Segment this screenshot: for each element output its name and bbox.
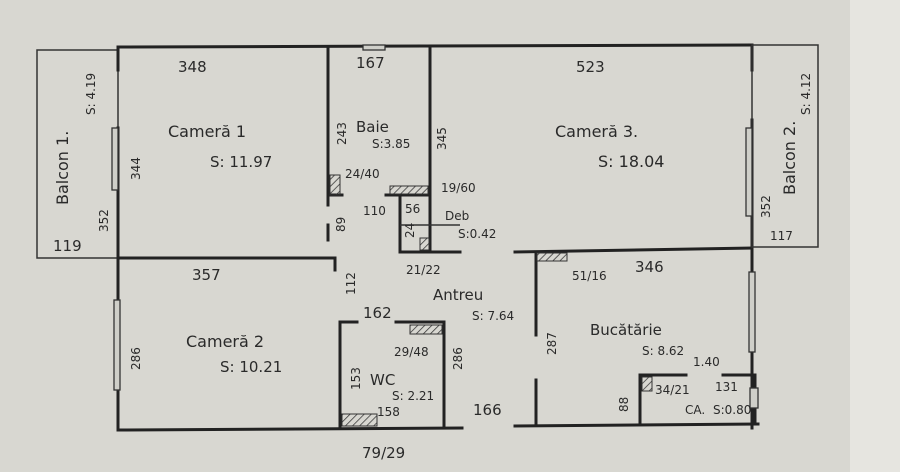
dim-label: 79/29 (362, 444, 405, 462)
room-area-wc: S: 2.21 (392, 389, 434, 403)
dim-label: 352 (97, 209, 111, 232)
room-name-ca: CA. (685, 403, 705, 417)
room-area-deb: S:0.42 (458, 227, 496, 241)
dim-label: 345 (435, 127, 449, 150)
dim-label: 158 (377, 405, 400, 419)
dim-label: 56 (405, 202, 420, 216)
dim-label: 166 (473, 401, 502, 419)
room-name-bucatarie: Bucătărie (590, 321, 662, 339)
room-name-balcon1: Balcon 1. (53, 131, 72, 205)
dim-label: 34/21 (655, 383, 690, 397)
dim-label: 21/22 (406, 263, 441, 277)
room-area-camera1: S: 11.97 (210, 153, 272, 171)
dim-label: 29/48 (394, 345, 429, 359)
dim-label: 24 (403, 223, 417, 238)
ventilation-hatches (329, 174, 653, 427)
room-area-ca: S:0.80 (713, 403, 751, 417)
dim-label: 110 (363, 204, 386, 218)
dim-label: 19/60 (441, 181, 476, 195)
room-area-antreu: S: 7.64 (472, 309, 514, 323)
room-area-bucatarie: S: 8.62 (642, 344, 684, 358)
dim-label: 286 (129, 347, 143, 370)
room-name-camera1: Cameră 1 (168, 122, 246, 141)
dim-label: 243 (335, 122, 349, 145)
dim-label: 112 (344, 272, 358, 295)
dim-label: 346 (635, 258, 664, 276)
room-name-wc: WC (370, 371, 395, 389)
dim-label: 119 (53, 237, 82, 255)
dim-label: 51/16 (572, 269, 607, 283)
dim-label: 523 (576, 58, 605, 76)
dim-label: 153 (349, 367, 363, 390)
room-area-camera2: S: 10.21 (220, 358, 282, 376)
dim-label: 88 (617, 397, 631, 412)
dim-label: 24/40 (345, 167, 380, 181)
dim-label: 131 (715, 380, 738, 394)
dim-label: 357 (192, 266, 221, 284)
dim-label: 348 (178, 58, 207, 76)
room-name-antreu: Antreu (433, 286, 483, 304)
room-name-deb: Deb (445, 209, 469, 223)
dim-label: 287 (545, 332, 559, 355)
dim-label: 286 (451, 347, 465, 370)
room-area-baie: S:3.85 (372, 137, 410, 151)
room-name-balcon2: Balcon 2. (780, 121, 799, 195)
dim-label: 1.40 (693, 355, 720, 369)
windows (111, 44, 759, 409)
room-name-camera2: Cameră 2 (186, 332, 264, 351)
room-name-baie: Baie (356, 118, 389, 136)
dim-label: 344 (129, 157, 143, 180)
room-area-camera3: S: 18.04 (598, 152, 664, 171)
paper-edge (850, 0, 900, 472)
dim-label: 167 (356, 54, 385, 72)
dim-label: 89 (334, 217, 348, 232)
dim-label: 352 (759, 195, 773, 218)
dim-label: 162 (363, 304, 392, 322)
room-area-balcon2: S: 4.12 (799, 73, 813, 115)
room-area-balcon1: S: 4.19 (84, 73, 98, 115)
room-name-camera3: Cameră 3. (555, 122, 638, 141)
dim-label: 117 (770, 229, 793, 243)
